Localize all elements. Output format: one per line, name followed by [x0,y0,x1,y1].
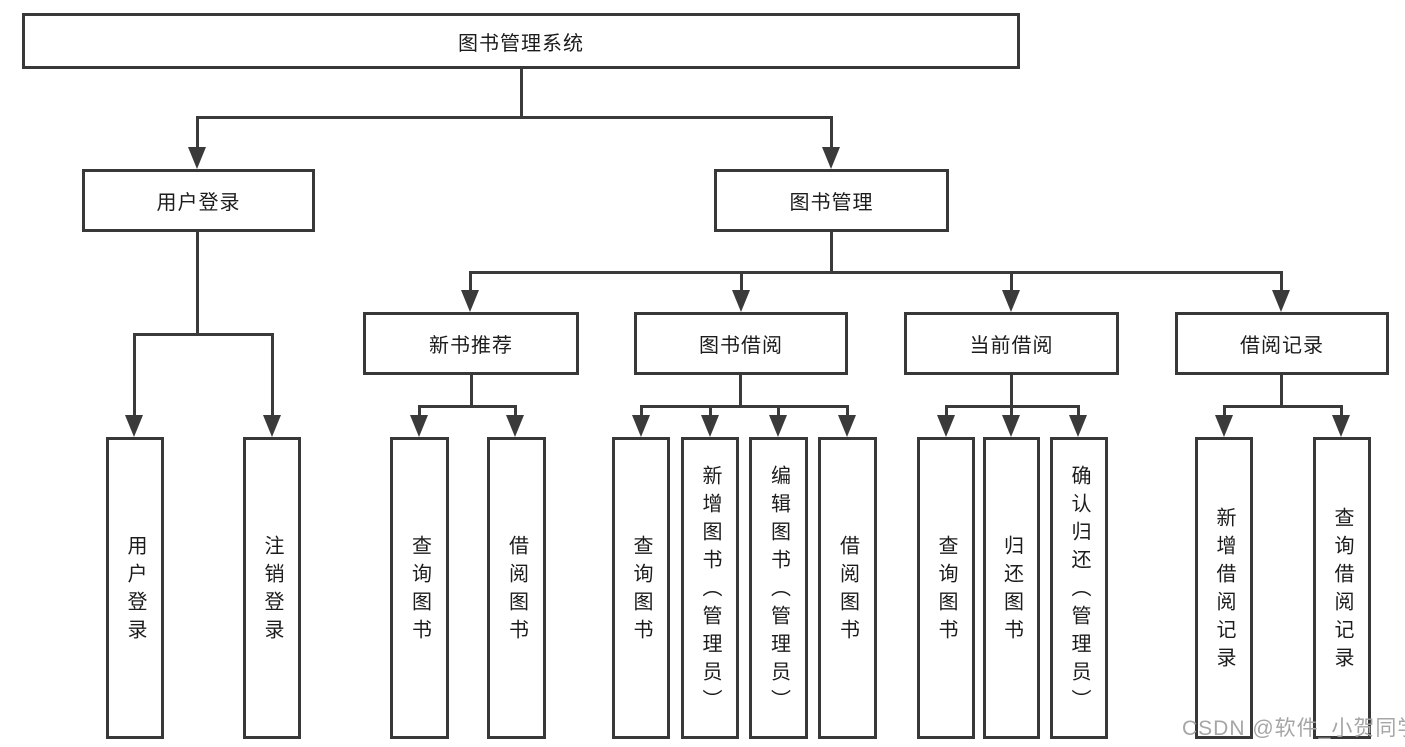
arrow-down-icon [410,415,428,437]
leaf-edit-books-admin: 编辑图书（管理员） [749,437,808,739]
arrow-down-icon [937,415,955,437]
connector-line [640,405,643,417]
csdn-watermark: CSDN @软件_小贺同学 [1182,717,1405,740]
leaf-logout: 注销登录 [243,437,301,739]
connector-line [469,271,1283,274]
connector-line [514,405,517,417]
connector-line [133,333,136,417]
leaf-confirm-return-admin: 确认归还（管理员） [1050,437,1108,739]
leaf-return-books: 归还图书 [983,437,1040,739]
node-new-book-recommendation: 新书推荐 [363,312,579,375]
connector-line [133,333,274,336]
node-borrowing-records: 借阅记录 [1175,312,1389,375]
node-user-login: 用户登录 [82,169,315,232]
arrow-down-icon [632,415,650,437]
connector-line [830,116,833,149]
connector-line [271,333,274,417]
connector-line [418,405,517,408]
connector-line [1010,405,1013,417]
connector-line [777,405,780,417]
connector-line [1340,405,1343,417]
connector-line [830,232,833,274]
arrow-down-icon [838,415,856,437]
connector-line [1223,405,1343,408]
connector-line [739,375,742,408]
arrow-down-icon [1272,290,1290,312]
arrow-down-icon [125,415,143,437]
leaf-add-books-admin: 新增图书（管理员） [681,437,739,739]
connector-line [196,116,199,149]
arrow-down-icon [701,415,719,437]
connector-line [1223,405,1226,417]
arrow-down-icon [1002,415,1020,437]
leaf-add-borrow-record: 新增借阅记录 [1195,437,1253,739]
connector-line [469,271,472,292]
node-current-borrowing: 当前借阅 [904,312,1119,375]
arrow-down-icon [822,147,840,169]
arrow-down-icon [461,290,479,312]
leaf-query-books-current: 查询图书 [917,437,975,739]
connector-line [709,405,712,417]
connector-line [846,405,849,417]
leaf-query-books-borrowing: 查询图书 [612,437,670,739]
arrow-down-icon [1332,415,1350,437]
leaf-query-borrow-record: 查询借阅记录 [1313,437,1371,739]
arrow-down-icon [188,147,206,169]
connector-line [1010,375,1013,408]
arrow-down-icon [506,415,524,437]
leaf-borrow-books: 借阅图书 [818,437,877,739]
leaf-user-login: 用户登录 [106,437,164,739]
connector-line [196,116,832,119]
connector-line [520,69,523,119]
connector-line [945,405,948,417]
arrow-down-icon [1069,415,1087,437]
node-book-management: 图书管理 [714,169,949,232]
connector-line [470,375,473,408]
connector-line [1077,405,1080,417]
connector-line [1280,375,1283,408]
arrow-down-icon [263,415,281,437]
arrow-down-icon [732,290,750,312]
arrow-down-icon [769,415,787,437]
connector-line [740,271,743,292]
node-root-library-system: 图书管理系统 [22,13,1020,69]
connector-line [196,232,199,336]
connector-line [640,405,848,408]
node-book-borrowing: 图书借阅 [634,312,848,375]
connector-line [1280,271,1283,292]
connector-line [418,405,421,417]
connector-line [1010,271,1013,292]
leaf-borrow-books-recommend: 借阅图书 [487,437,546,739]
arrow-down-icon [1002,290,1020,312]
leaf-query-books-recommend: 查询图书 [390,437,449,739]
arrow-down-icon [1215,415,1233,437]
